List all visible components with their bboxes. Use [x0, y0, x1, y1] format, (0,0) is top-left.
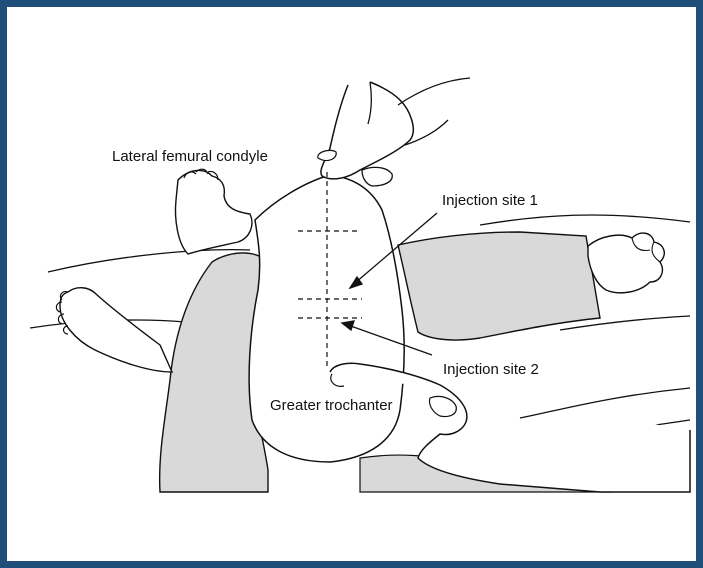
label-lateral-femural-condyle: Lateral femural condyle — [112, 148, 268, 165]
label-injection-site-1: Injection site 1 — [442, 192, 538, 209]
foot-lower — [60, 288, 172, 372]
cloth-right — [398, 232, 600, 340]
label-greater-trochanter: Greater trochanter — [270, 397, 393, 414]
foot-upper — [176, 170, 252, 254]
baby-hand — [588, 233, 664, 293]
label-injection-site-2: Injection site 2 — [443, 361, 539, 378]
hand-upper — [321, 82, 413, 179]
